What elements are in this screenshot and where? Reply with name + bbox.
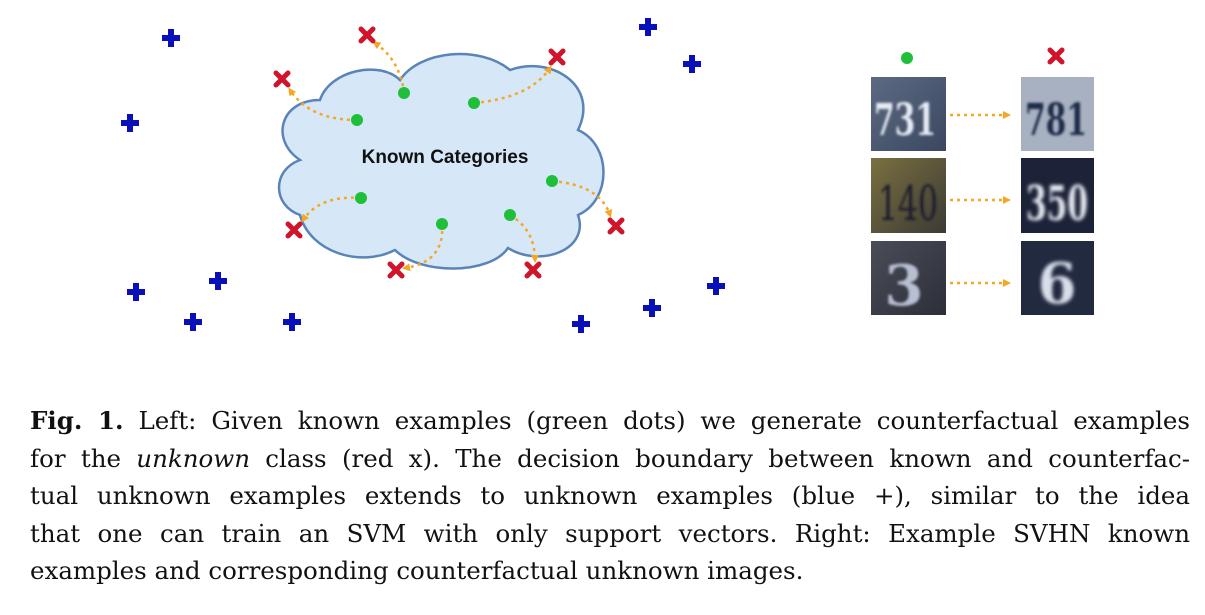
caption-line-3: tual unknown examples extends to unknown… — [30, 481, 1190, 510]
counterfactual-x-icon — [273, 70, 291, 88]
arrow — [473, 65, 552, 105]
cloud-label: Known Categories — [362, 147, 529, 168]
svg-text:3: 3 — [885, 253, 924, 319]
known-example-dot — [355, 192, 367, 204]
arrow — [551, 179, 613, 218]
arrow — [402, 223, 444, 272]
arrow — [301, 196, 362, 223]
counterfactual-x-icon — [358, 26, 376, 44]
unknown-plus-icon — [643, 299, 661, 317]
unknown-plus-icon — [162, 29, 180, 47]
known-example-dot — [398, 87, 410, 99]
red-x-icon — [1047, 47, 1065, 65]
counterfactual-x-icon — [607, 217, 625, 235]
known-example-dot — [546, 175, 558, 187]
counterfactual-x-icon — [548, 48, 566, 66]
counterfactual-x-icon — [524, 261, 542, 279]
svhn-known-image: 731 — [871, 77, 946, 151]
caption-label: Fig. 1. — [30, 406, 124, 435]
unknown-plus-icon — [572, 315, 590, 333]
figure-illustration: Known Categories — [121, 18, 1094, 333]
counterfactual-x-icon — [285, 221, 303, 239]
arrow — [288, 87, 358, 122]
unknown-plus-icon — [127, 283, 145, 301]
svg-text:350: 350 — [1026, 176, 1088, 232]
unknown-plus-icon — [639, 18, 657, 36]
green-dot-icon — [901, 52, 913, 64]
caption-line-1: Fig. 1. Left: Given known examples (gree… — [30, 406, 1191, 435]
arrow — [509, 213, 539, 263]
known-example-dot — [351, 114, 363, 126]
known-example-dot — [468, 97, 480, 109]
unknown-plus-icon — [707, 277, 725, 295]
arrow — [372, 41, 406, 94]
svhn-known-image: 3 — [871, 241, 946, 319]
unknown-plus-icon — [121, 114, 139, 132]
svhn-counterfactual-image: 6 — [1021, 241, 1094, 317]
svg-text:781: 781 — [1025, 95, 1087, 146]
known-example-dot — [504, 209, 516, 221]
unknown-plus-icon — [683, 55, 701, 73]
counterfactual-x-icon — [387, 261, 405, 279]
unknown-plus-icon — [283, 313, 301, 331]
svhn-counterfactual-image: 781 — [1021, 77, 1094, 151]
unknown-plus-icon — [209, 272, 227, 290]
svg-text:731: 731 — [874, 95, 936, 146]
unknown-plus-icon — [184, 313, 202, 331]
caption-line-4: that one can train an SVM with only supp… — [30, 518, 1190, 548]
svhn-counterfactual-image: 350 — [1021, 158, 1094, 233]
svg-text:6: 6 — [1038, 251, 1077, 317]
svhn-known-image: 140 — [871, 158, 946, 233]
known-categories-cloud — [277, 52, 605, 270]
svg-text:140: 140 — [878, 176, 938, 232]
figure-caption: Fig. 1. Left: Given known examples (gree… — [30, 402, 1190, 590]
caption-emphasis: unknown — [136, 443, 250, 473]
caption-line-5: examples and corresponding counterfactua… — [30, 556, 804, 585]
known-example-dot — [436, 218, 448, 230]
caption-line-2: for the unknown class (red x). The decis… — [30, 443, 1190, 473]
